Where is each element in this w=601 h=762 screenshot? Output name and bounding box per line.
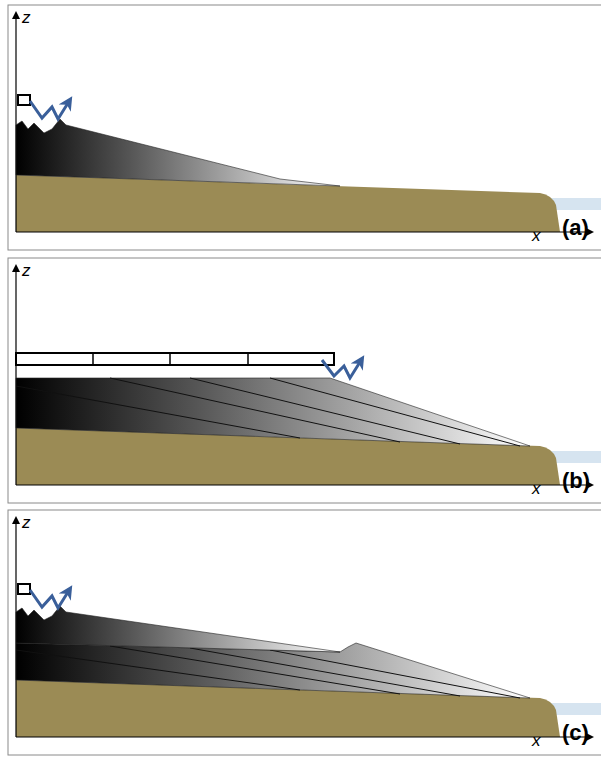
axis-label: x [532,480,541,497]
axis-label: x [532,227,541,244]
panel-label: (b) [562,470,590,492]
axis-label: x [532,732,541,749]
axis-label: z [22,514,31,531]
panel-label: (c) [562,722,589,744]
axis-label: z [22,262,31,279]
panel-label: (a) [562,217,589,239]
axis-label: z [22,9,31,26]
